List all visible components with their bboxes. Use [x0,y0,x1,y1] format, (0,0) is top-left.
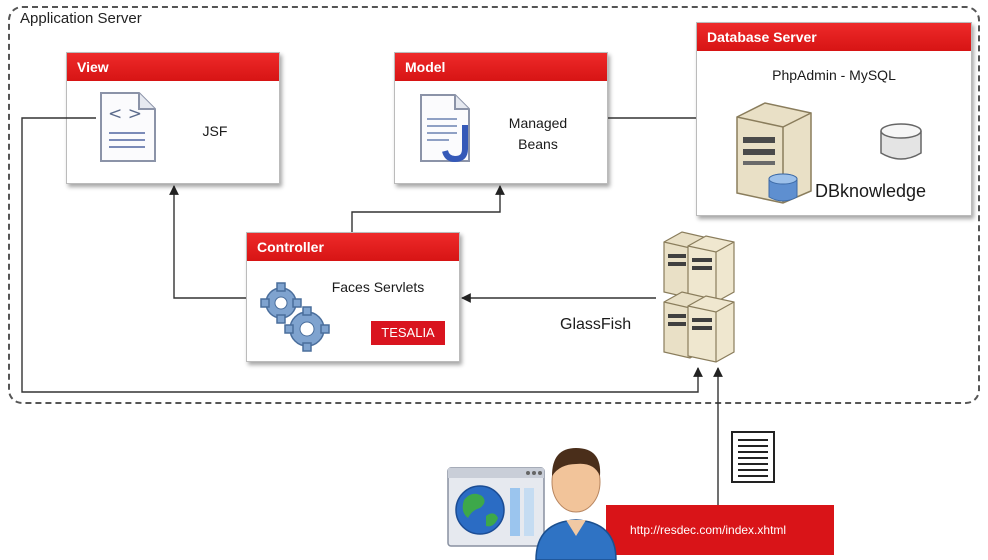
database-name: DBknowledge [815,181,927,201]
application-server-title: Application Server [20,10,142,27]
controller-label: Faces Servlets [331,279,425,295]
request-document-icon [731,431,775,483]
database-cylinder-icon [880,123,922,160]
code-document-icon: < > [100,92,156,162]
controller-header: Controller [247,233,459,261]
database-subtitle: PhpAdmin - MySQL [772,67,896,83]
model-label: Managed Beans [493,113,583,155]
database-header: Database Server [697,23,971,51]
view-box: View < > JSF [66,52,280,184]
server-cluster-icon [663,231,735,363]
model-box: Model Managed Beans [394,52,608,184]
model-label-line2: Beans [518,136,558,152]
browser-globe-icon [447,467,545,547]
view-header: View [67,53,279,81]
controller-to-view-arrow [169,185,246,299]
tesalia-badge: TESALIA [371,321,445,345]
controller-to-model-arrow [351,185,505,232]
url-bar: http://resdec.com/index.xhtml [606,505,834,555]
glassfish-label: GlassFish [560,316,632,333]
model-label-line1: Managed [508,115,568,131]
controller-box: Controller Faces Servlets TESALIA [246,232,460,362]
user-icon [535,448,617,560]
view-to-glassfish-arrow [21,117,703,393]
model-header: Model [395,53,607,81]
svg-text:< >: < > [108,104,142,124]
application-server-container [8,6,980,404]
view-label: JSF [202,123,228,139]
database-server-icon [736,102,812,204]
gears-icon [260,282,330,352]
database-server-box: Database Server PhpAdmin - MySQL DBknowl… [696,22,972,216]
bean-document-icon [420,94,470,163]
